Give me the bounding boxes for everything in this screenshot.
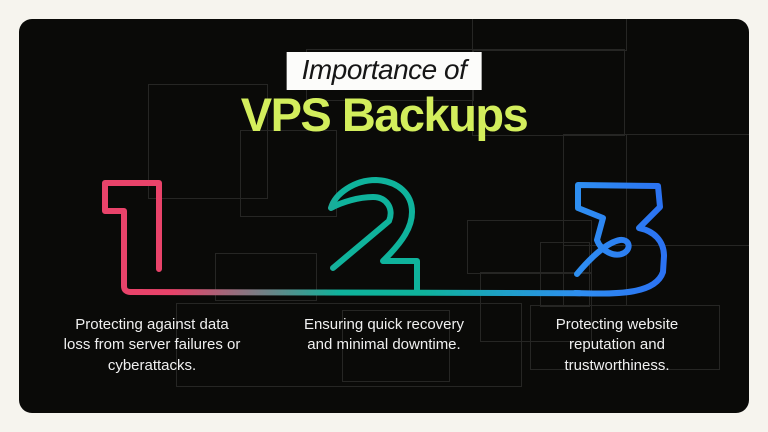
kicker-text: Importance of	[301, 54, 467, 85]
background-grid-rect	[467, 220, 592, 274]
page-title: VPS Backups	[240, 88, 529, 141]
background-grid-rect	[215, 253, 317, 301]
point-3-description: Protecting website reputation and trustw…	[555, 316, 679, 374]
digit-3-outline	[572, 182, 667, 297]
background-grid-rect	[472, 49, 625, 136]
digit-2-outline	[328, 177, 420, 294]
background-grid-rect	[540, 242, 590, 307]
kicker-badge: Importance of	[286, 52, 482, 90]
connector-line-path	[128, 289, 583, 297]
point-1-description: Protecting against data loss from server…	[63, 316, 241, 374]
background-grid-rect	[472, 19, 627, 51]
numbers-line-art	[102, 177, 667, 297]
background-grid-rect	[480, 272, 592, 342]
point-2-description: Ensuring quick recovery and minimal down…	[303, 316, 465, 354]
background-grid-rect	[148, 84, 268, 199]
digit-1-outline	[102, 180, 162, 295]
background-grid-rect	[240, 130, 337, 217]
background-grid-rect	[176, 303, 522, 387]
background-grid-rect	[530, 305, 720, 370]
background-grid-rect	[342, 310, 450, 382]
